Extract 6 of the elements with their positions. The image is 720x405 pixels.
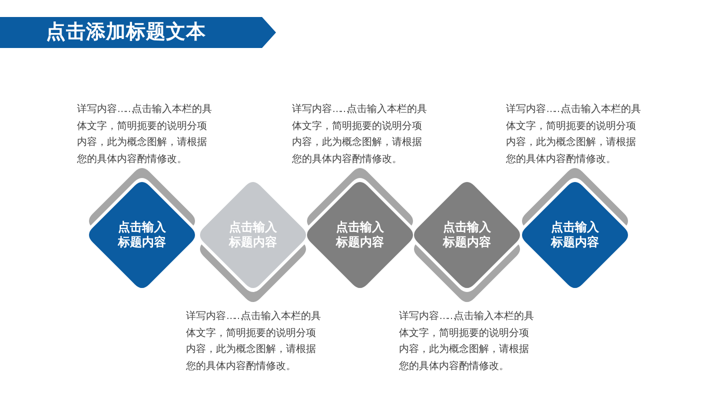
description-paragraph: 详写内容……点击输入本栏的具体文字，简明扼要的说明分项内容，此为概念图解，请根据您的具体内容酌情修改。 [399, 310, 535, 374]
description-paragraph: 详写内容……点击输入本栏的具体文字，简明扼要的说明分项内容，此为概念图解，请根据您的具体内容酌情修改。 [77, 102, 213, 167]
description-paragraph: 详写内容……点击输入本栏的具体文字，简明扼要的说明分项内容，此为概念图解，请根据您的具体内容酌情修改。 [506, 102, 642, 167]
title-banner: 点击添加标题文本 [0, 17, 276, 48]
description-paragraph: 详写内容……点击输入本栏的具体文字，简明扼要的说明分项内容，此为概念图解，请根据您的具体内容酌情修改。 [186, 310, 322, 374]
description-paragraph: 详写内容……点击输入本栏的具体文字，简明扼要的说明分项内容，此为概念图解，请根据您的具体内容酌情修改。 [292, 102, 428, 167]
